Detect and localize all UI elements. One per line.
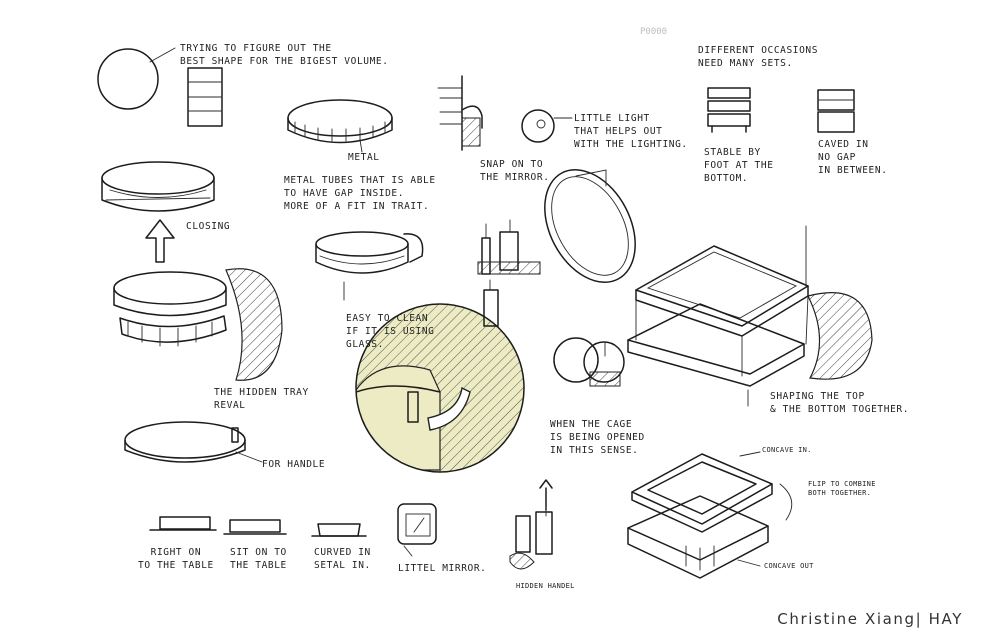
note-closing: CLOSING	[186, 221, 231, 232]
note-flip: FLIP TO COMBINE BOTH TOGETHER.	[808, 480, 876, 497]
note-hidden-tray: THE HIDDEN TRAY REVAL	[214, 387, 309, 411]
note-curved-in: CURVED IN SETAL IN.	[314, 547, 371, 571]
closing-arrow-icon	[145, 219, 175, 263]
note-shaping: SHAPING THE TOP & THE BOTTOM TOGETHER.	[770, 391, 910, 415]
note-stable: STABLE BY FOOT AT THE BOTTOM.	[704, 147, 774, 184]
cage-opened-sketch	[553, 337, 625, 387]
note-occasions: DIFFERENT OCCASIONS NEED MANY SETS.	[698, 45, 819, 69]
note-easy-clean: EASY TO CLEAN IF IT IS USING GLASS.	[346, 313, 435, 350]
note-concave-out: CONCAVE OUT	[764, 562, 814, 570]
stacked-trays-sketch	[627, 225, 873, 407]
snap-on-mirror-sketch	[437, 75, 483, 151]
note-metal: METAL	[348, 152, 380, 163]
stacked-sets-caved-sketch	[817, 89, 855, 133]
note-little-light: LITTLE LIGHT THAT HELPS OUT WITH THE LIG…	[574, 113, 688, 150]
note-concave-in: CONCAVE IN.	[762, 446, 812, 454]
author-credit: Christine Xiang| HAY	[777, 610, 963, 628]
note-snap-on: SNAP ON TO THE MIRROR.	[480, 159, 550, 183]
stacked-box-sketch	[187, 67, 223, 127]
note-metal-tubes: METAL TUBES THAT IS ABLE TO HAVE GAP INS…	[284, 175, 436, 212]
flip-combine-sketch	[627, 451, 793, 579]
note-caved: CAVED IN NO GAP IN BETWEEN.	[818, 139, 888, 176]
cage-stand-sketch	[477, 219, 541, 327]
svg-text:P0000: P0000	[640, 27, 667, 37]
circle-sketch	[97, 47, 176, 110]
note-best-shape: TRYING TO FIGURE OUT THE BEST SHAPE FOR …	[180, 43, 389, 67]
note-cage-opened: WHEN THE CAGE IS BEING OPENED IN THIS SE…	[550, 419, 645, 456]
little-mirror-sketch	[397, 503, 437, 557]
metal-ring-tray-sketch	[287, 99, 393, 153]
mirror-oval-sketch	[544, 169, 636, 283]
little-light-sketch	[521, 109, 573, 143]
note-right-on: RIGHT ON TO THE TABLE	[138, 547, 214, 571]
stacked-sets-stable-sketch	[707, 87, 751, 133]
note-hidden-handle: HIDDEN HANDEL	[516, 582, 575, 590]
table-variant-sketches	[149, 516, 367, 537]
note-sit-on: SIT ON TO THE TABLE	[230, 547, 287, 571]
note-little-mirror: LITTEL MIRROR.	[398, 563, 487, 574]
glass-tray-sketch	[315, 231, 424, 301]
note-for-handle: FOR HANDLE	[262, 459, 326, 470]
hidden-tray-sketch	[113, 268, 283, 381]
reveal-handle-sketch	[509, 479, 553, 570]
handle-tray-sketch	[124, 421, 263, 463]
zoom-detail-sketch	[355, 303, 525, 473]
closing-tray-sketch	[101, 161, 215, 212]
